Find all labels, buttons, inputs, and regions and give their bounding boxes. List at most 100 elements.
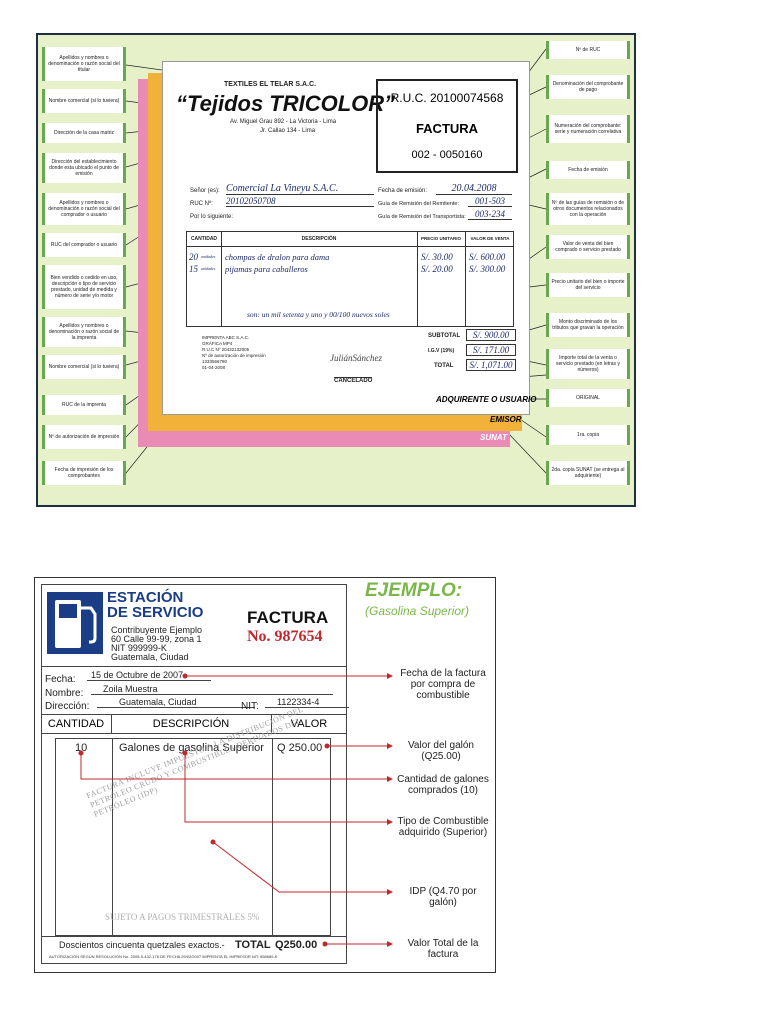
printer-ruc: R.U.C Nº 20432132005 — [202, 347, 250, 352]
printer-auth-label: Nº de autorización de impresión — [202, 353, 266, 358]
fecha-emision-value: 20.04.2008 — [436, 183, 512, 195]
ruc-number: R.U.C. 20100074568 — [390, 91, 504, 105]
label-numeracion: Numeración del comprobante: serie y nume… — [546, 115, 630, 143]
row-qty-2: 10 — [75, 742, 88, 754]
row-value-2: Q 250.00 — [277, 742, 323, 754]
fecha-value: 15 de Octubre de 2007 — [87, 670, 211, 681]
label-precio-unitario: Precio unitario del bien o importe del s… — [546, 273, 630, 297]
row-price: S/. 20.00 — [421, 264, 453, 274]
row-price: S/. 30.00 — [421, 252, 453, 262]
label-primera-copia: 1ra. copia — [546, 425, 630, 445]
brand-name: “Tejidos TRICOLOR” — [176, 91, 396, 116]
label-nombre-comercial-imprenta: Nombre comercial (si lo tuviera) — [42, 355, 126, 379]
station-title-2: DE SERVICIO — [107, 604, 204, 621]
row-unit: unidades — [201, 266, 216, 271]
direccion-value: Guatemala, Ciudad — [97, 697, 255, 708]
printer-date: 01-04-2008 — [202, 365, 226, 370]
contributor-info: Contribuyente Ejemplo 60 Calle 99-99, zo… — [111, 626, 202, 662]
col-valor: VALOR DE VENTA — [470, 236, 510, 241]
nombre-value: Zoila Muestra — [91, 684, 333, 695]
note-idp: IDP (Q4.70 por galón) — [409, 886, 477, 908]
label-ruc-comprador: RUC del comprador o usuario — [42, 233, 126, 257]
contributor-name: Contribuyente Ejemplo — [111, 625, 203, 635]
label-comprador: Apellidos y nombres o denominación o raz… — [42, 193, 126, 225]
items-table: CANTIDAD DESCRIPCIÓN PRECIO UNITARIO VAL… — [186, 231, 514, 327]
contributor-address: 60 Calle 99-99, zona 1 — [111, 634, 202, 644]
subtotal-label: SUBTOTAL — [428, 333, 461, 339]
note-valor-galon: Valor del galón (Q25.00) — [408, 740, 474, 762]
col-descripcion-2: DESCRIPCIÓN — [152, 718, 230, 730]
label-autorizacion: Nº de autorización de impresión — [42, 425, 126, 449]
company-legal-name: TEXTILES EL TELAR S.A.C. — [224, 81, 317, 88]
label-nro-ruc: Nº de RUC — [546, 41, 630, 59]
doc-type: FACTURA — [415, 121, 479, 136]
total-label-2: TOTAL — [235, 939, 271, 951]
row-value: S/. 300.00 — [469, 264, 506, 274]
nit-value: 1122334-4 — [265, 697, 349, 708]
total-value: S/. 1,071.00 — [466, 359, 516, 371]
annotation-lines — [78, 673, 393, 947]
direccion-label: Dirección: — [45, 701, 90, 712]
label-denominacion: Denominación del comprobante de pago — [546, 75, 630, 99]
label-guias: Nº de las guías de remisión o de otros d… — [546, 193, 630, 225]
col-precio: PRECIO UNITARIO — [421, 236, 461, 241]
row-qty: 15 — [189, 264, 198, 274]
station-title-1: ESTACIÓN — [107, 589, 184, 606]
factura-number: No. 987654 — [247, 628, 323, 645]
printer-name: IMPRENTA ABC S.A.C. — [202, 335, 250, 340]
label-original: ORIGINAL — [546, 389, 630, 407]
label-nombre-comercial: Nombre comercial (si lo tuviera) — [42, 89, 126, 113]
ruc-client-value: 20102050708 — [226, 196, 374, 207]
senor-label: Señor (es): — [190, 188, 220, 194]
col-valor-2: VALOR — [290, 718, 328, 730]
printer-info: IMPRENTA ABC S.A.C. GRÁFICA MP4 R.U.C Nº… — [202, 335, 266, 371]
address-main: Av. Miguel Grau 892 - La Victoria - Lima — [230, 119, 337, 125]
col-descripcion: DESCRIPCIÓN — [301, 236, 337, 242]
sunat-label: SUNAT — [480, 433, 507, 442]
invoice-diagram-peru: TEXTILES EL TELAR S.A.C. “Tejidos TRICOL… — [36, 33, 636, 507]
label-ruc-imprenta: RUC de la imprenta — [42, 395, 126, 415]
guia-transportista-value: 003-234 — [468, 209, 512, 220]
printer-trade-name: GRÁFICA MP4 — [202, 341, 233, 346]
label-valor-venta: Valor de venta del bien comprado o servi… — [546, 235, 630, 259]
label-importe-total: Importe total de la venta o servicio pre… — [546, 349, 630, 379]
row-desc: pijamas para caballeros — [225, 264, 308, 274]
note-total: Valor Total de la factura — [407, 938, 479, 960]
table-row: 15 unidades pijamas para caballeros S/. … — [187, 264, 513, 276]
signature: JuliánSánchez — [330, 353, 382, 363]
address-branch: Jr. Callao 134 - Lima — [260, 128, 316, 134]
nombre-label: Nombre: — [45, 688, 84, 699]
row-value: S/. 600.00 — [469, 252, 506, 262]
row-desc: chompas de dralon para dama — [225, 252, 330, 262]
senor-value: Comercial La Vineyu S.A.C. — [226, 183, 374, 195]
note-fecha: Fecha de la factura por compra de combus… — [400, 668, 486, 701]
note-cantidad: Cantidad de galones comprados (10) — [397, 774, 489, 796]
table-row: 20 unidades chompas de dralon para dama … — [187, 252, 513, 264]
guia-remitente-value: 001-503 — [468, 196, 512, 207]
table-body — [55, 738, 331, 936]
emisor-label: EMISOR — [490, 415, 522, 424]
label-tributos: Monto discriminado de los tributos que g… — [546, 313, 630, 337]
label-casa-matriz: Dirección de la casa matriz — [42, 123, 126, 143]
label-imprenta: Apellidos y nombres o denominación o raz… — [42, 317, 126, 347]
contributor-city: Guatemala, Ciudad — [111, 652, 189, 662]
contributor-nit: NIT 999999-K — [111, 643, 167, 653]
igv-value: S/. 171.00 — [466, 344, 516, 356]
col-cantidad-2: CANTIDAD — [47, 718, 105, 730]
invoice-example-guatemala: ESTACIÓN DE SERVICIO Contribuyente Ejemp… — [34, 577, 496, 973]
doc-number: 002 - 0050160 — [411, 149, 483, 161]
trimestral-stamp: SUJETO A PAGOS TRIMESTRALES 5% — [105, 912, 260, 922]
label-segunda-copia: 2da. copia SUNAT (se entrega al adquirie… — [546, 461, 630, 485]
note-tipo: Tipo de Combustible adquirido (Superior) — [397, 816, 489, 838]
label-establecimiento: Dirección del establecimiento donde esta… — [42, 153, 126, 183]
label-fecha-impresion: Fecha de impresión de los comprobantes — [42, 461, 126, 485]
row-desc-2: Galones de gasolina Superior — [119, 742, 264, 754]
table-header: CANTIDAD DESCRIPCIÓN VALOR — [41, 714, 347, 734]
printer-auth-number: 1333566780 — [202, 359, 228, 364]
adquirente-label: ADQUIRENTE O USUARIO — [436, 395, 537, 404]
guia-transportista-label: Guía de Remisión del Transportista: — [378, 214, 466, 220]
row-unit: unidades — [201, 254, 216, 259]
factura-title: FACTURA — [247, 608, 329, 627]
label-fecha-emision: Fecha de emisión — [546, 161, 630, 179]
fecha-emision-label: Fecha de emisión: — [378, 188, 428, 194]
